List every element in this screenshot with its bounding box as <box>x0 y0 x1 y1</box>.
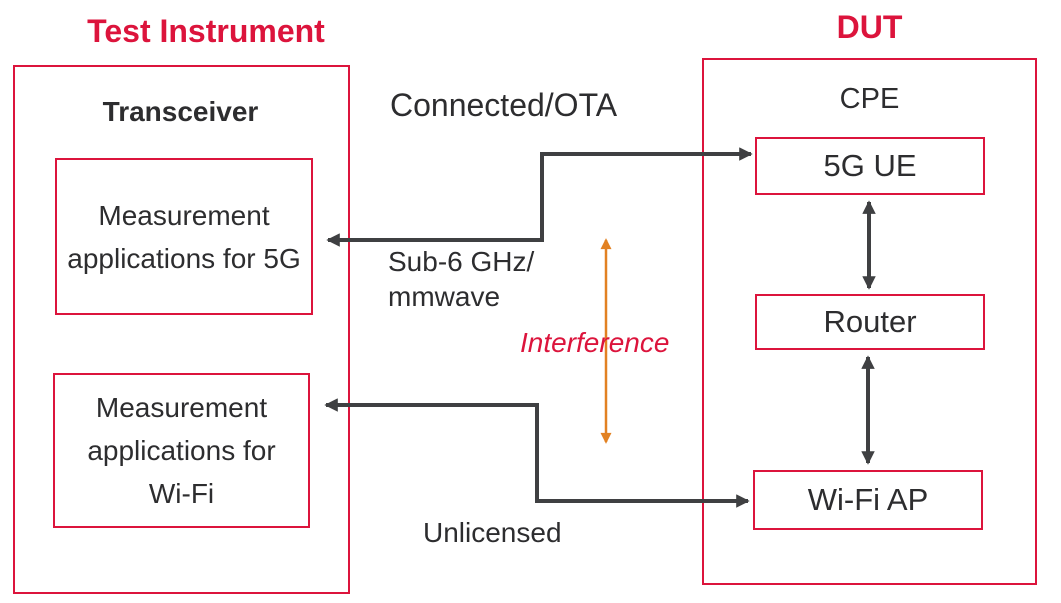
transceiver-wifiap-connector <box>324 398 750 508</box>
5g-ue-label: 5G UE <box>823 148 917 183</box>
transceiver-5gue-connector <box>326 147 753 247</box>
5g-ue-box: 5G UE <box>755 137 985 195</box>
transceiver-label: Transceiver <box>102 96 259 127</box>
sub6-ghz-label: Sub-6 GHz/ <box>388 246 535 277</box>
dut-box <box>702 58 1037 585</box>
mmwave-label: mmwave <box>388 281 501 312</box>
router-box: Router <box>755 294 985 350</box>
test-instrument-box <box>13 65 350 594</box>
wifi-ap-label: Wi-Fi AP <box>807 482 929 517</box>
unlicensed-label: Unlicensed <box>423 517 562 548</box>
measurement-5g-box: Measurement applications for 5G <box>55 158 313 315</box>
wifi-ap-box: Wi-Fi AP <box>753 470 983 530</box>
test-instrument-title: Test Instrument <box>87 13 325 49</box>
connected-ota-label: Connected/OTA <box>390 87 618 123</box>
dut-title: DUT <box>836 9 903 45</box>
cpe-label: CPE <box>839 83 900 115</box>
measurement-wifi-box: Measurement applications for Wi-Fi <box>53 373 310 528</box>
measurement-wifi-label: Measurement applications for Wi-Fi <box>87 392 276 509</box>
interference-label: Interference <box>520 327 670 358</box>
router-label: Router <box>823 304 917 339</box>
measurement-5g-label: Measurement applications for 5G <box>67 199 301 274</box>
